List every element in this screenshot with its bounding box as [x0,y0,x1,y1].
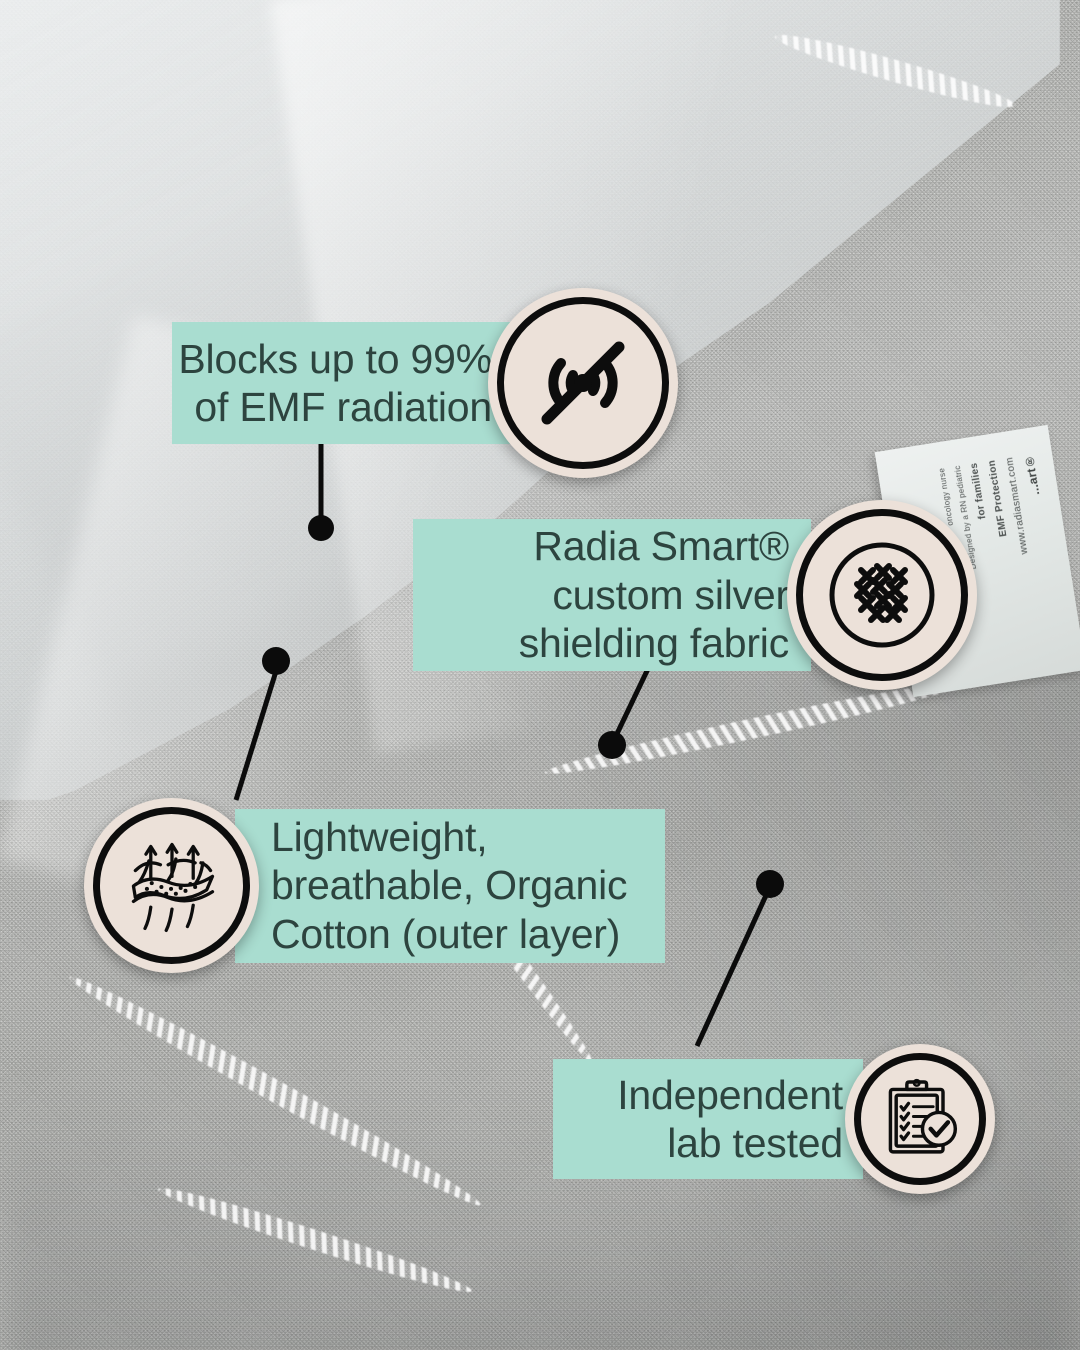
callout-cotton[interactable]: Lightweight, breathable, Organic Cotton … [84,798,665,973]
callout-lab-line-1: Independent [617,1071,843,1118]
breathable-fabric-icon [84,798,259,973]
clipboard-check-icon [845,1044,995,1194]
leader-dot-cotton [262,647,290,675]
callout-cotton-line-2: breathable, Organic [271,862,628,909]
callout-cotton-chip: Lightweight, breathable, Organic Cotton … [235,808,665,963]
leader-dot-fabric [598,731,626,759]
leader-dot-lab [756,870,784,898]
callout-fabric-line-1: Radia Smart® [533,523,789,570]
callout-fabric-line-2: custom silver [552,571,789,618]
woven-fabric-icon [787,500,977,690]
leader-dot-emf [308,515,334,541]
callout-fabric-chip: Radia Smart® custom silver shielding fab… [413,519,811,671]
callout-cotton-line-1: Lightweight, [271,813,488,860]
callout-emf[interactable]: Blocks up to 99% of EMF radiation [172,288,678,478]
callout-cotton-line-3: Cotton (outer layer) [271,910,621,957]
callout-emf-line-1: Blocks up to 99% [178,335,492,382]
fabric-shadow-right [420,640,1080,1350]
callout-fabric-line-3: shielding fabric [518,620,789,667]
no-signal-icon [488,288,678,478]
callout-emf-line-2: of EMF radiation [194,384,492,430]
callout-fabric[interactable]: Radia Smart® custom silver shielding fab… [413,500,977,690]
callout-lab-line-2: lab tested [667,1120,843,1166]
callout-lab[interactable]: Independent lab tested [553,1044,995,1194]
callout-lab-chip: Independent lab tested [553,1059,863,1179]
callout-emf-chip: Blocks up to 99% of EMF radiation [172,322,512,444]
